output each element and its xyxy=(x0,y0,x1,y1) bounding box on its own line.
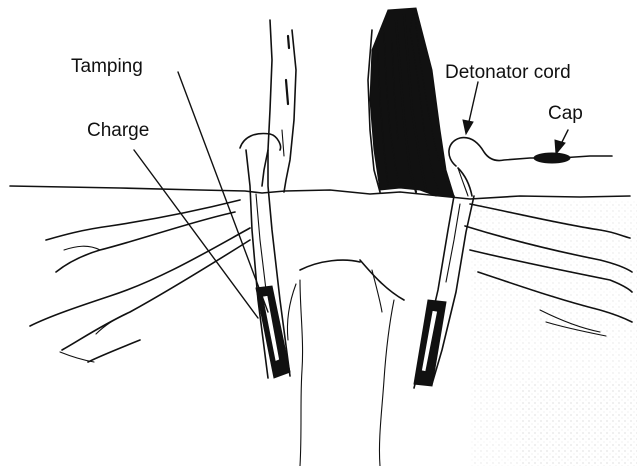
right-borehole xyxy=(414,168,474,388)
cap-shape xyxy=(534,153,570,163)
label-tamping: Tamping xyxy=(71,57,143,76)
crack-lines xyxy=(287,260,394,466)
right-stump xyxy=(368,8,454,196)
leader-detonator-cord xyxy=(468,82,478,126)
label-cap: Cap xyxy=(548,104,583,123)
label-charge: Charge xyxy=(87,121,149,140)
arrow-cap xyxy=(555,140,565,154)
left-roots xyxy=(30,200,250,362)
left-stump xyxy=(262,20,296,192)
arrow-detonator-cord xyxy=(463,120,473,134)
detonator-cord xyxy=(449,138,612,196)
label-detonator-cord: Detonator cord xyxy=(445,63,571,82)
soil-texture xyxy=(470,200,637,466)
ground-surface xyxy=(10,186,630,199)
